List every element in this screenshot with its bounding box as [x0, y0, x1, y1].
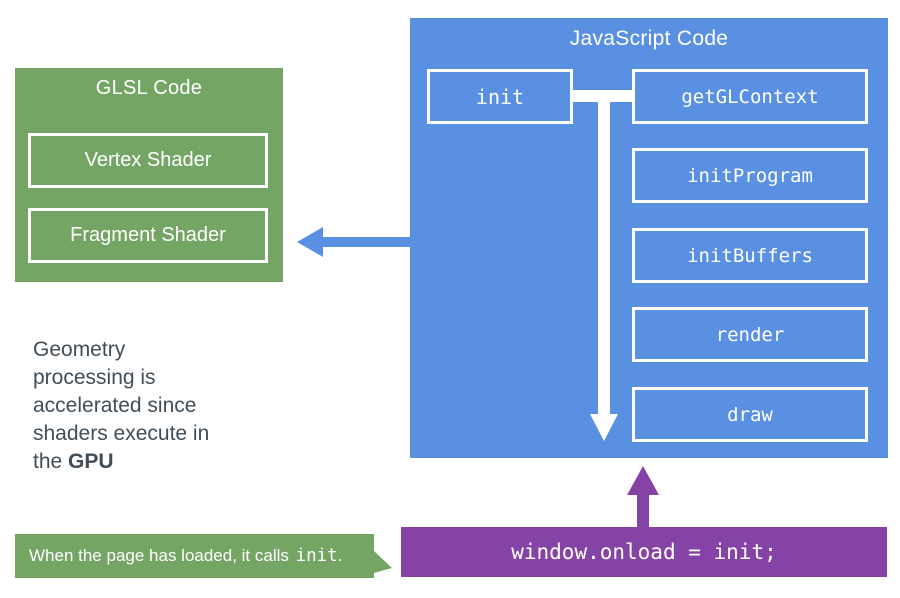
banner-tail	[374, 551, 392, 573]
function-box-render: render	[632, 307, 868, 362]
draw-label: draw	[727, 403, 773, 426]
gpu-note-line: Geometry	[33, 338, 126, 361]
fragment-shader-label: Fragment Shader	[70, 224, 226, 246]
function-box-initbuffers: initBuffers	[632, 228, 868, 283]
banner-code-text: init	[295, 546, 338, 566]
banner-suffix: .	[337, 546, 343, 565]
window-onload-box: window.onload = init;	[401, 527, 887, 577]
render-label: render	[715, 323, 785, 346]
getglcontext-label: getGLContext	[681, 85, 819, 108]
banner-text: When the page has loaded, it calls	[29, 546, 289, 565]
function-box-initprogram: initProgram	[632, 148, 868, 203]
gpu-bold-text: GPU	[68, 450, 114, 473]
initprogram-label: initProgram	[687, 164, 813, 187]
gpu-note-last-line: the GPU	[33, 448, 209, 476]
page-loaded-banner: When the page has loaded, it calls init.	[15, 534, 374, 578]
gpu-note-line: accelerated since	[33, 394, 197, 417]
init-function-box: init	[427, 69, 573, 124]
function-box-getglcontext: getGLContext	[632, 69, 868, 124]
window-onload-code: window.onload = init;	[511, 540, 777, 564]
js-to-glsl-arrow	[297, 227, 410, 257]
gpu-note-line: shaders execute in	[33, 422, 210, 445]
gpu-note-last-prefix: the	[33, 450, 63, 473]
fragment-shader-box: Fragment Shader	[28, 208, 268, 263]
vertex-shader-box: Vertex Shader	[28, 133, 268, 188]
gpu-note-line: processing is	[33, 366, 156, 389]
initbuffers-label: initBuffers	[687, 244, 813, 267]
function-box-draw: draw	[632, 387, 868, 442]
glsl-code-box: GLSL Code Vertex Shader Fragment Shader	[15, 68, 283, 282]
javascript-code-title: JavaScript Code	[569, 27, 729, 50]
javascript-code-box: JavaScript Code init getGLContext initPr…	[410, 18, 888, 458]
init-function-label: init	[475, 84, 525, 109]
gpu-note: Geometry processing is accelerated since…	[33, 336, 209, 476]
vertex-shader-label: Vertex Shader	[84, 149, 212, 171]
onload-to-js-arrow	[627, 466, 659, 527]
glsl-code-title: GLSL Code	[95, 77, 203, 99]
